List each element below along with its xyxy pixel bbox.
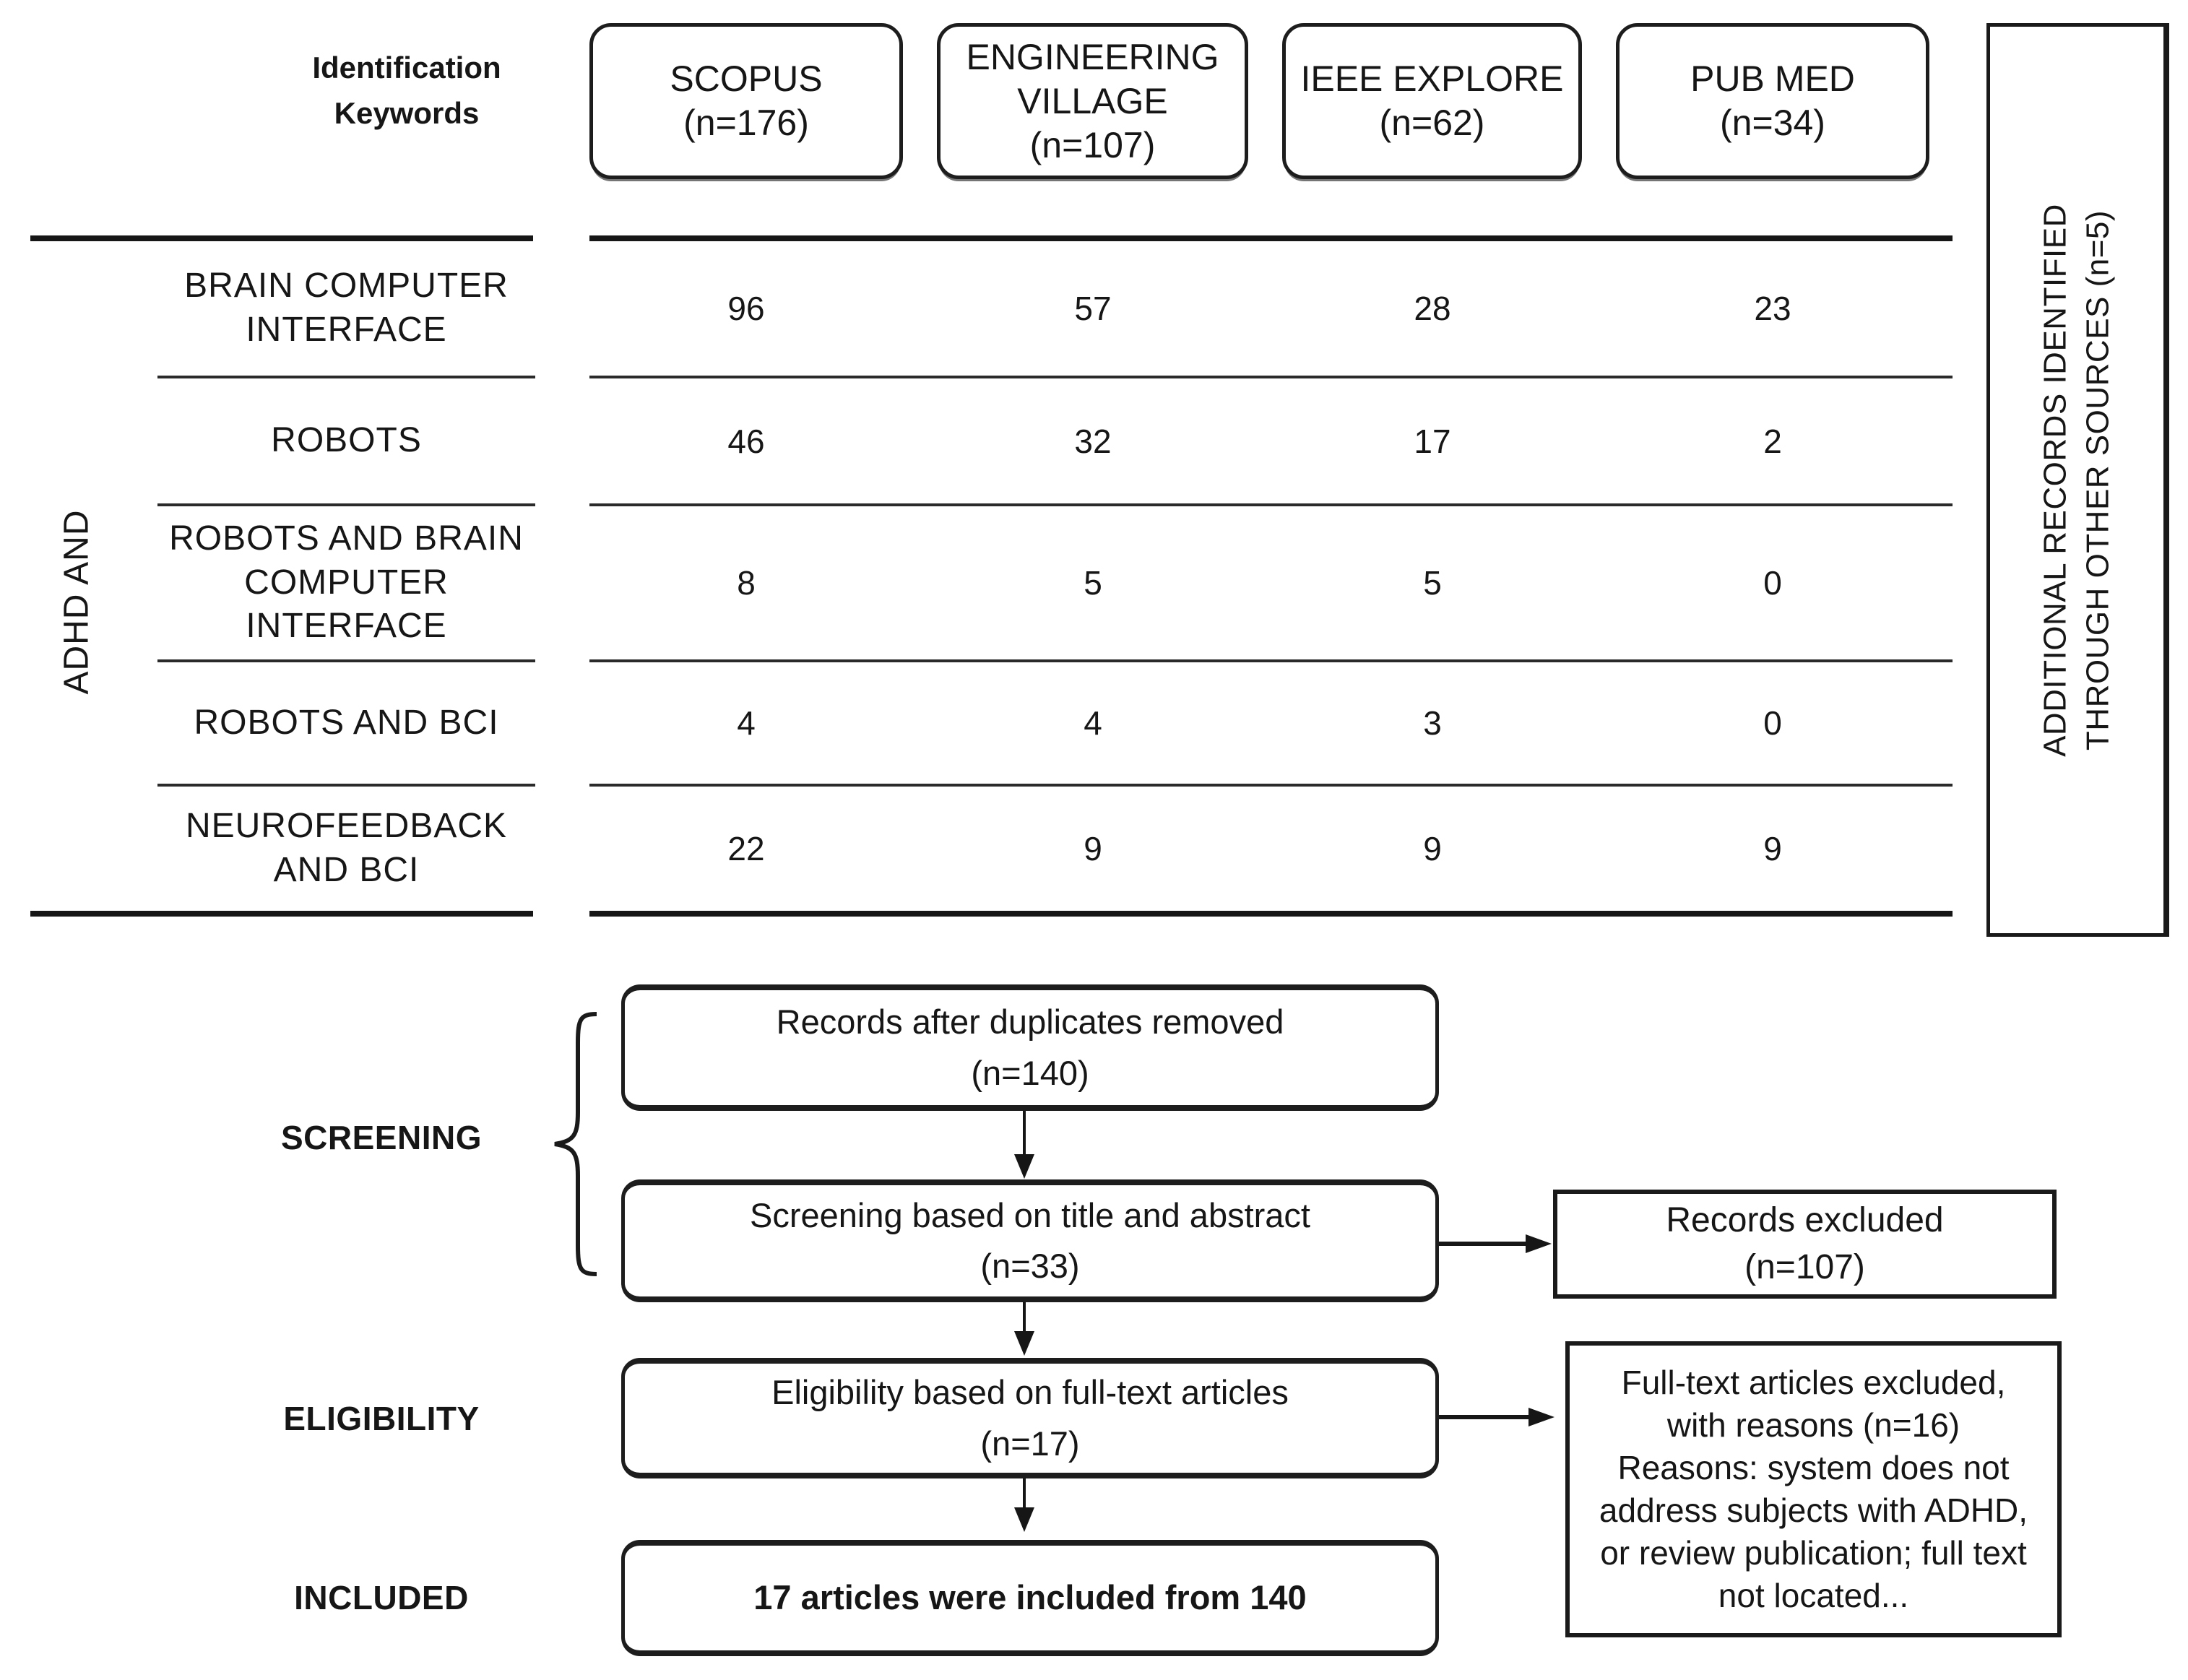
table-top-rule-left [30,235,533,241]
arrow-down-icon [1023,1478,1026,1509]
row-separator [589,784,1953,787]
records-excluded-box: Records excluded (n=107) [1553,1190,2057,1299]
column-name: IEEE EXPLORE [1300,59,1564,99]
stage-label-screening: SCREENING [281,1119,482,1156]
row-separator [157,659,535,662]
table-bottom-rule-right [589,911,1953,917]
column-name: PUB MED [1690,59,1855,99]
table-cell: 3 [1423,704,1442,742]
row-separator [589,503,1953,506]
arrow-down-icon [1023,1111,1026,1156]
arrow-down-head-icon [1014,1507,1034,1532]
table-cell: 0 [1763,564,1782,602]
arrow-right-icon [1439,1415,1528,1419]
flow-box-eligibility: Eligibility based on full-text articles … [621,1358,1439,1478]
table-cell: 4 [1084,704,1102,742]
additional-sources-text: ADDITIONAL RECORDS IDENTIFIED THROUGH OT… [2037,203,2116,757]
column-header-pub-med: PUB MED (n=34) [1616,23,1929,179]
column-header-engineering-village: ENGINEERING VILLAGE (n=107) [937,23,1248,179]
table-cell: 0 [1763,704,1782,742]
arrow-right-head-icon [1528,1408,1554,1426]
table-cell: 9 [1084,830,1102,867]
keyword-cell: NEUROFEEDBACK AND BCI [185,807,508,889]
row-separator [157,503,535,506]
table-corner-label: Identification Keywords [312,51,501,130]
row-separator [589,376,1953,378]
row-group-label: ADHD AND [57,509,96,695]
table-bottom-rule-left [30,911,533,917]
table-cell: 9 [1763,830,1782,867]
keyword-cell: ROBOTS AND BCI [194,703,499,742]
table-cell: 2 [1763,422,1782,460]
column-count: (n=107) [1029,124,1156,165]
screening-brace-icon [554,1012,597,1276]
row-separator [157,784,535,787]
column-header-ieee-explore: IEEE EXPLORE (n=62) [1282,23,1582,179]
row-separator [157,376,535,378]
arrow-down-head-icon [1014,1331,1034,1356]
column-count: (n=62) [1379,103,1485,143]
stage-label-included: INCLUDED [294,1579,469,1616]
stage-label-eligibility: ELIGIBILITY [283,1400,480,1437]
column-header-scopus: SCOPUS (n=176) [589,23,903,179]
arrow-down-head-icon [1014,1154,1034,1179]
table-cell: 46 [727,422,765,460]
fulltext-excluded-box: Full-text articles excluded, with reason… [1565,1341,2062,1637]
arrow-right-head-icon [1526,1234,1552,1253]
table-cell: 8 [737,564,756,602]
table-cell: 4 [737,704,756,742]
column-name: SCOPUS [670,59,823,99]
column-name: ENGINEERING VILLAGE [966,36,1219,121]
table-cell: 57 [1074,290,1112,327]
column-count: (n=34) [1720,103,1825,143]
additional-sources-box: ADDITIONAL RECORDS IDENTIFIED THROUGH OT… [1986,23,2169,937]
table-cell: 96 [727,290,765,327]
table-cell: 5 [1423,564,1442,602]
arrow-down-icon [1023,1302,1026,1333]
table-cell: 22 [727,830,765,867]
table-top-rule-right [589,235,1953,241]
table-cell: 9 [1423,830,1442,867]
table-cell: 17 [1414,422,1451,460]
row-separator [589,659,1953,662]
table-cell: 23 [1754,290,1791,327]
flow-box-duplicates-removed: Records after duplicates removed (n=140) [621,984,1439,1111]
arrow-right-icon [1439,1242,1527,1246]
keyword-cell: ROBOTS AND BRAIN COMPUTER INTERFACE [169,519,524,646]
flow-box-included: 17 articles were included from 140 [621,1540,1439,1656]
table-cell: 28 [1414,290,1451,327]
table-cell: 5 [1084,564,1102,602]
column-count: (n=176) [683,103,809,143]
keyword-cell: BRAIN COMPUTER INTERFACE [184,267,509,349]
keyword-cell: ROBOTS [271,421,422,460]
table-cell: 32 [1074,422,1112,460]
flow-box-screening: Screening based on title and abstract (n… [621,1179,1439,1302]
